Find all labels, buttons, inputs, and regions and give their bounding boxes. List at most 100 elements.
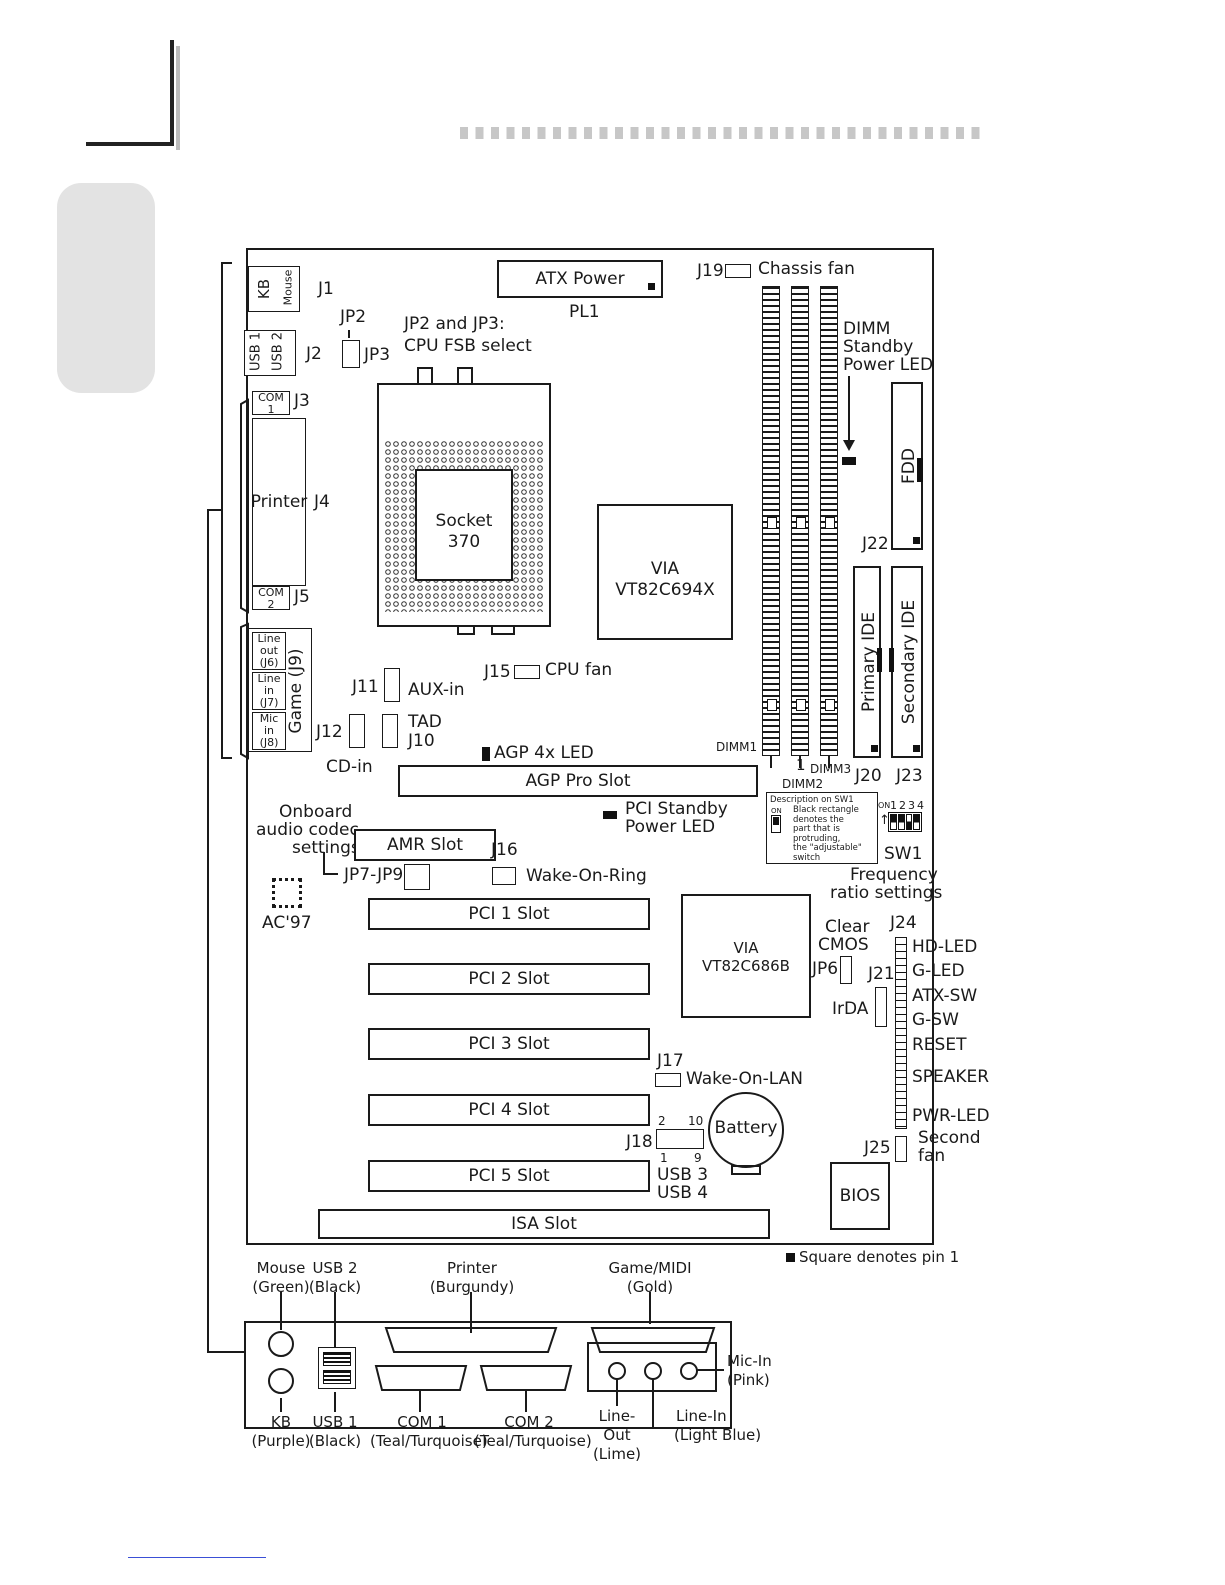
primary-ide-label: Primary IDE xyxy=(859,612,879,712)
ac97-label: AC'97 xyxy=(262,913,312,933)
speaker-label: SPEAKER xyxy=(912,1067,990,1087)
atx-power-label: ATX Power xyxy=(535,269,625,289)
panel-kb-l1: KB xyxy=(270,1413,292,1431)
j2-label: J2 xyxy=(306,344,322,364)
j1-label: J1 xyxy=(318,279,334,299)
socket-label-line2: 370 xyxy=(447,532,481,552)
sw1-desc-l5: the "adjustable" xyxy=(793,843,862,853)
jp2-label: JP2 xyxy=(340,307,367,327)
j23-label: J23 xyxy=(896,766,923,786)
panel-com1-l1: COM 1 xyxy=(397,1413,447,1431)
pci2-label: PCI 2 Slot xyxy=(468,969,550,989)
isa-label: ISA Slot xyxy=(511,1214,577,1234)
panel-game-l2: (Gold) xyxy=(626,1278,674,1296)
panel-usb1-l2: (Black) xyxy=(308,1432,362,1450)
usb34-header xyxy=(656,1129,704,1149)
com1-bottom-label: 1 xyxy=(267,403,275,416)
mic-in-l2: in xyxy=(263,724,275,737)
clear-cmos-line2: CMOS xyxy=(818,935,869,955)
line-in-l2: in xyxy=(263,684,275,697)
panel-usb2-l1: USB 2 xyxy=(312,1259,358,1277)
line-out-jack: Line out (J6) xyxy=(252,632,286,670)
j4-label: J4 xyxy=(314,492,330,512)
j24-label: J24 xyxy=(890,913,917,933)
corner-mark xyxy=(86,40,180,150)
amr-slot: AMR Slot xyxy=(354,829,496,861)
aux-in-header xyxy=(384,668,400,702)
com2-bottom-label: 2 xyxy=(267,598,275,611)
sw1-desc-on: ON xyxy=(771,807,782,815)
j18-label: J18 xyxy=(626,1132,653,1152)
atx-sw-label: ATX-SW xyxy=(912,986,978,1006)
pci3-slot: PCI 3 Slot xyxy=(368,1028,650,1060)
dimm2-slot xyxy=(791,286,809,756)
dimm-standby-led xyxy=(842,457,856,465)
panel-lineout-l1: Line- xyxy=(598,1407,636,1425)
j12-label: J12 xyxy=(316,722,343,742)
j5-label: J5 xyxy=(294,587,310,607)
dimm-standby-line2: Standby xyxy=(843,337,914,357)
agp-pro-slot: AGP Pro Slot xyxy=(398,765,758,797)
cd-in-label: CD-in xyxy=(326,757,373,777)
line-out-l1: Line xyxy=(257,632,281,645)
pci1-label: PCI 1 Slot xyxy=(468,904,550,924)
via-south-line2: VT82C686B xyxy=(702,957,790,975)
irda-label: IrDA xyxy=(832,999,869,1019)
tad-header xyxy=(382,714,398,748)
pwr-led-label: PWR-LED xyxy=(912,1106,990,1126)
j3-label: J3 xyxy=(294,391,310,411)
sw1-num-1: 1 xyxy=(890,799,897,812)
clear-cmos-line1: Clear xyxy=(825,917,870,937)
panel-micin-l1: Mic-In xyxy=(727,1352,772,1370)
panel-mouse-l1: Mouse xyxy=(256,1259,306,1277)
tad-label: TAD xyxy=(408,712,442,732)
pci-standby-led xyxy=(603,811,617,819)
secondary-ide-label: Secondary IDE xyxy=(899,599,919,725)
cpu-fan-header xyxy=(514,665,540,679)
footer-rule xyxy=(128,1557,266,1558)
j16-label: J16 xyxy=(491,840,518,860)
com2-port: COM 2 xyxy=(252,586,290,611)
mic-in-jack: Mic in (J8) xyxy=(252,712,286,750)
line-in-l3: (J7) xyxy=(259,696,279,709)
com1-top-label: COM xyxy=(258,391,284,404)
j11-label: J11 xyxy=(352,677,379,697)
fdd-connector: FDD xyxy=(891,382,923,550)
usb4-label: USB 4 xyxy=(657,1183,709,1203)
cpu-fan-label: CPU fan xyxy=(545,660,613,680)
jp6-label: JP6 xyxy=(812,959,839,979)
panel-linein-l2: (Light Blue) xyxy=(674,1426,762,1444)
j20-label: J20 xyxy=(855,766,882,786)
battery-label: Battery xyxy=(714,1118,778,1138)
jp2-jp3-desc-line2: CPU FSB select xyxy=(404,336,532,356)
line-in-jack: Line in (J7) xyxy=(252,672,286,710)
cd-in-header xyxy=(349,714,365,748)
pci5-label: PCI 5 Slot xyxy=(468,1166,550,1186)
via-north-line2: VT82C694X xyxy=(615,580,715,600)
com1-port: COM 1 xyxy=(252,391,290,416)
bios-chip: BIOS xyxy=(830,1162,890,1230)
pin1-marker xyxy=(648,283,655,290)
aux-in-label: AUX-in xyxy=(408,680,465,700)
side-tab xyxy=(57,183,155,393)
panel-linein-l1: Line-In xyxy=(676,1407,727,1425)
agp-4x-led-label: AGP 4x LED xyxy=(494,743,594,763)
second-fan-line2: fan xyxy=(918,1146,946,1166)
mic-in-l1: Mic xyxy=(259,712,279,725)
usb2-label: USB 2 xyxy=(270,331,286,372)
panel-usb1-l1: USB 1 xyxy=(312,1413,358,1431)
irda-header xyxy=(875,987,887,1027)
frequency-line1: Frequency xyxy=(850,865,938,885)
primary-ide-connector: Primary IDE xyxy=(853,566,882,758)
panel-printer-l1: Printer xyxy=(447,1259,497,1277)
j22-label: J22 xyxy=(862,534,889,554)
amr-slot-label: AMR Slot xyxy=(386,835,464,855)
com2-top-label: COM xyxy=(258,586,284,599)
panel-usb2-l2: (Black) xyxy=(308,1278,362,1296)
reset-label: RESET xyxy=(912,1035,967,1055)
usb3-label: USB 3 xyxy=(657,1165,709,1185)
sw1-desc-l1: Black rectangle xyxy=(793,805,859,815)
j18-pin9-label: 9 xyxy=(694,1151,702,1165)
agp-pro-slot-label: AGP Pro Slot xyxy=(525,771,631,791)
